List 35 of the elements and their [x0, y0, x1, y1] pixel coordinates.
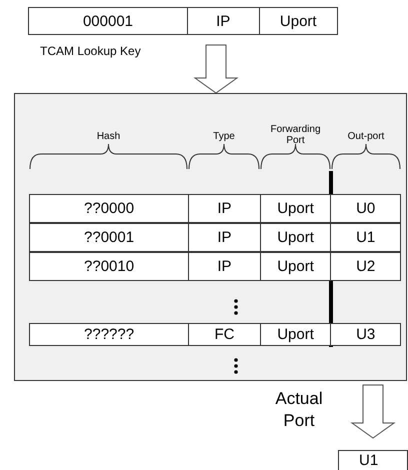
lookup-key-record — [28, 7, 338, 35]
table-cell: IP — [188, 195, 260, 222]
tcam-table-panel — [14, 93, 407, 381]
table-cell: Uport — [260, 253, 330, 280]
table-cell-text: ??0010 — [83, 257, 136, 277]
table-cell-text: ??0000 — [83, 199, 136, 219]
edge-label: Actual Port — [274, 388, 324, 432]
table-cell: U0 — [330, 195, 400, 222]
table-cell-text: ??0001 — [83, 228, 136, 248]
table-cell-text: 000001 — [82, 12, 134, 32]
table-cell: Uport — [258, 8, 337, 34]
table-cell: U3 — [330, 324, 400, 345]
column-header: Forwarding Port — [269, 124, 322, 146]
node-label: TCAM Lookup Key — [40, 44, 141, 58]
table-cell-text: U1 — [358, 451, 380, 470]
block-arrow — [350, 384, 396, 439]
table-cell: Uport — [260, 224, 330, 251]
table-row — [29, 252, 401, 281]
column-header: Out-port — [346, 131, 386, 142]
block-arrow — [193, 44, 239, 94]
table-row — [29, 323, 401, 346]
table-cell-text: ?????? — [83, 325, 136, 345]
table-cell: U1 — [330, 224, 400, 251]
table-cell: FC — [188, 324, 260, 345]
result-box — [338, 450, 408, 470]
table-cell: IP — [188, 224, 260, 251]
table-cell: U2 — [330, 253, 400, 280]
table-cell: Uport — [260, 195, 330, 222]
column-header: Type — [212, 131, 236, 142]
table-row — [29, 194, 401, 223]
column-header: Hash — [96, 131, 122, 142]
table-cell: IP — [188, 253, 260, 280]
table-cell: IP — [186, 8, 258, 34]
table-row — [29, 223, 401, 252]
table-cell: Uport — [260, 324, 330, 345]
